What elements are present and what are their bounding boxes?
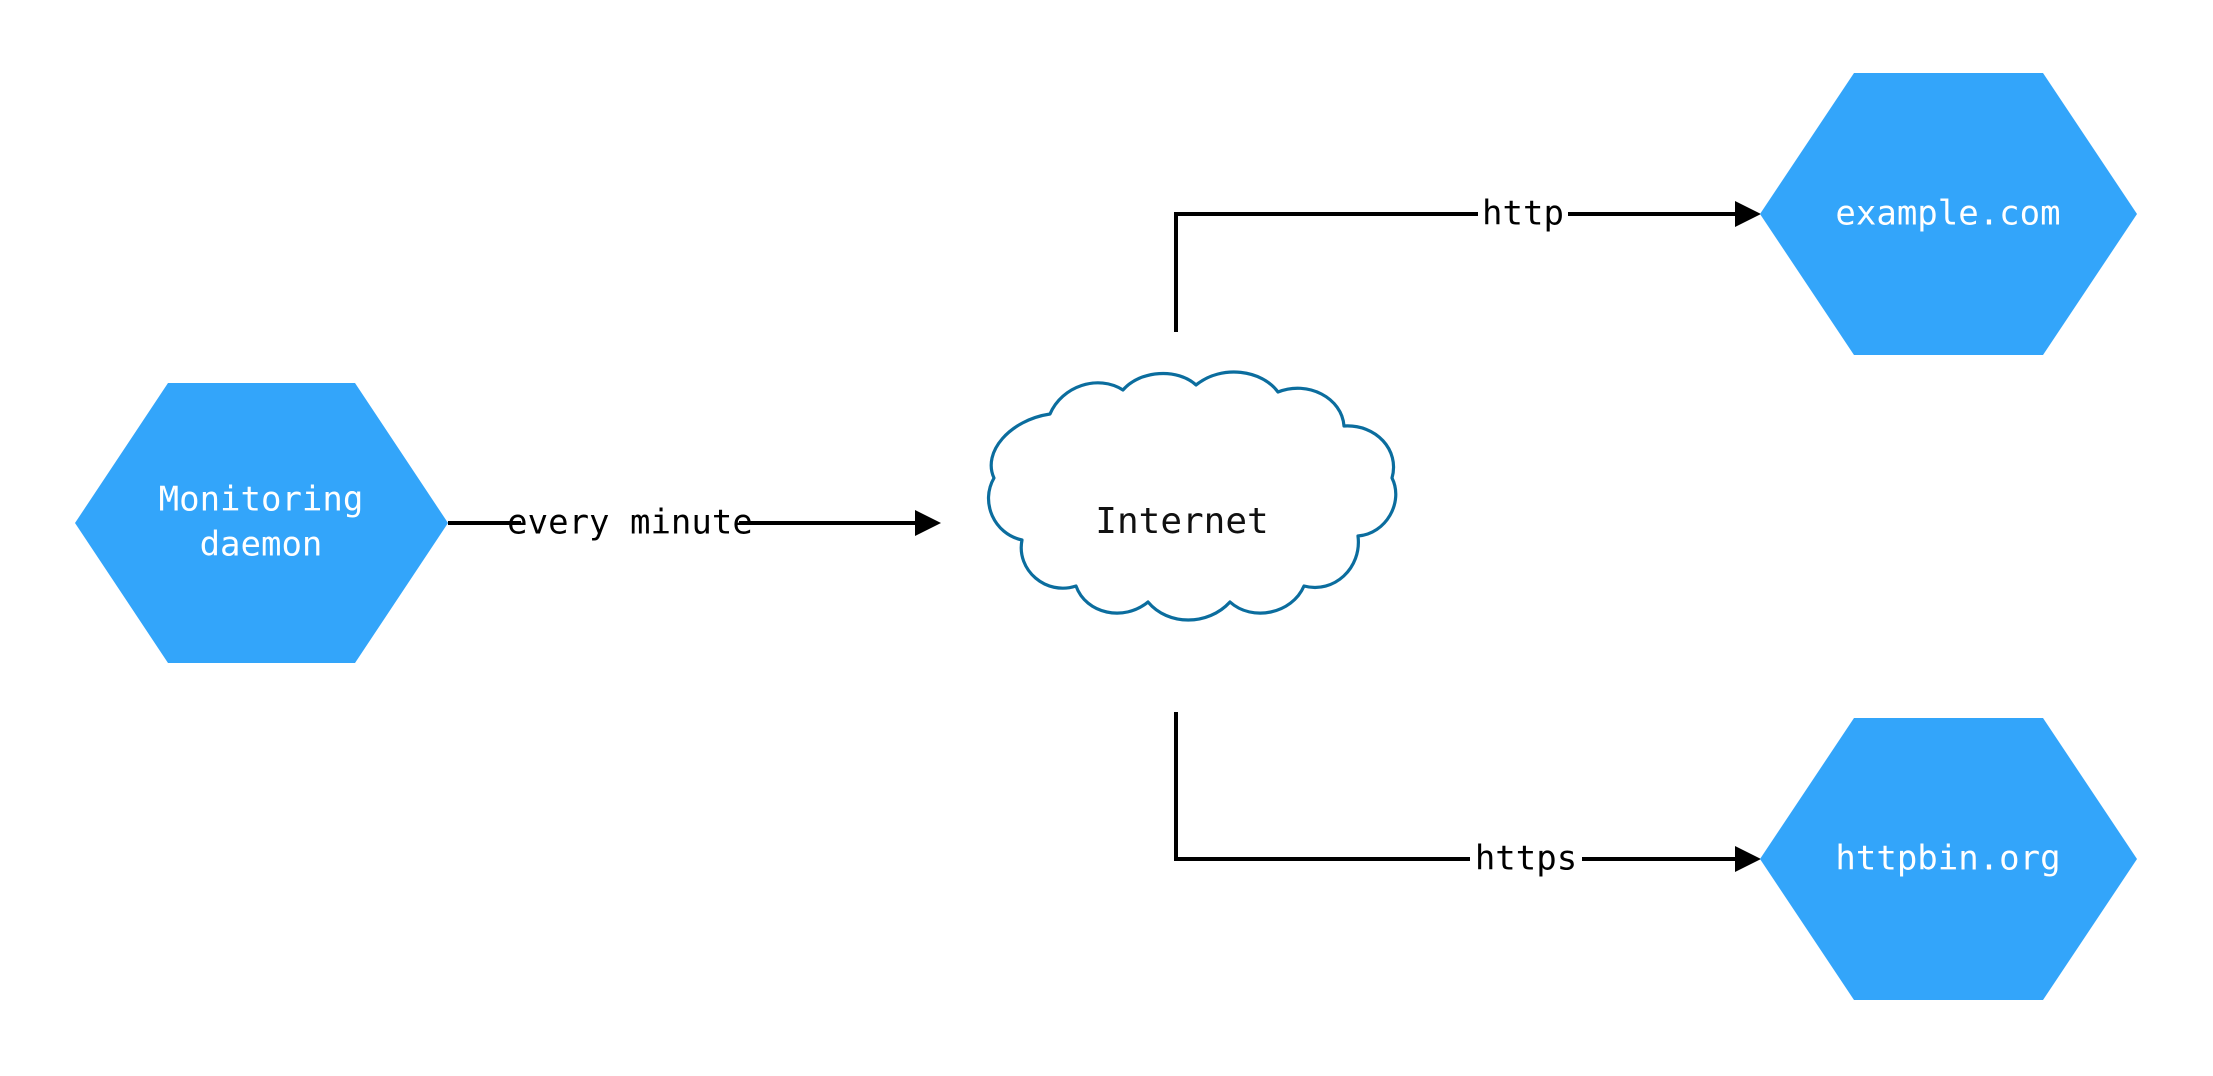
node-example-com[interactable]: example.com <box>1760 73 2137 355</box>
node-httpbin-org[interactable]: httpbin.org <box>1760 718 2137 1000</box>
arrow-head-icon <box>1735 846 1761 872</box>
arrow-head-icon <box>1735 201 1761 227</box>
edge-line-http <box>1174 212 1745 332</box>
edge-label-http: http <box>1482 194 1564 234</box>
arrow-head-icon <box>915 510 941 536</box>
edge-label-backdrop <box>1470 836 1582 882</box>
node-internet[interactable]: Internet <box>986 370 1398 622</box>
edge-line-https <box>1174 712 1745 861</box>
node-label-example-com: example.com <box>1835 194 2060 234</box>
edge-internet-to-example[interactable]: http <box>1174 191 1761 332</box>
edge-label-https: https <box>1475 839 1577 879</box>
edge-internet-to-httpbin[interactable]: https <box>1174 712 1761 882</box>
node-label-httpbin-org: httpbin.org <box>1835 839 2060 879</box>
node-label-line1: Monitoring <box>159 480 364 520</box>
edge-label-backdrop <box>521 500 739 546</box>
edge-label-every-minute: every minute <box>507 503 753 543</box>
node-label-line2: daemon <box>200 525 323 565</box>
cloud-shape <box>986 370 1398 622</box>
node-label-internet: Internet <box>1095 501 1268 542</box>
edge-daemon-to-internet[interactable]: every minute <box>448 500 941 546</box>
node-monitoring-daemon[interactable]: Monitoring daemon <box>75 383 448 663</box>
hexagon-shape <box>75 383 448 663</box>
hexagon-shape <box>1760 73 2137 355</box>
hexagon-shape <box>1760 718 2137 1000</box>
edge-label-backdrop <box>1478 191 1568 237</box>
